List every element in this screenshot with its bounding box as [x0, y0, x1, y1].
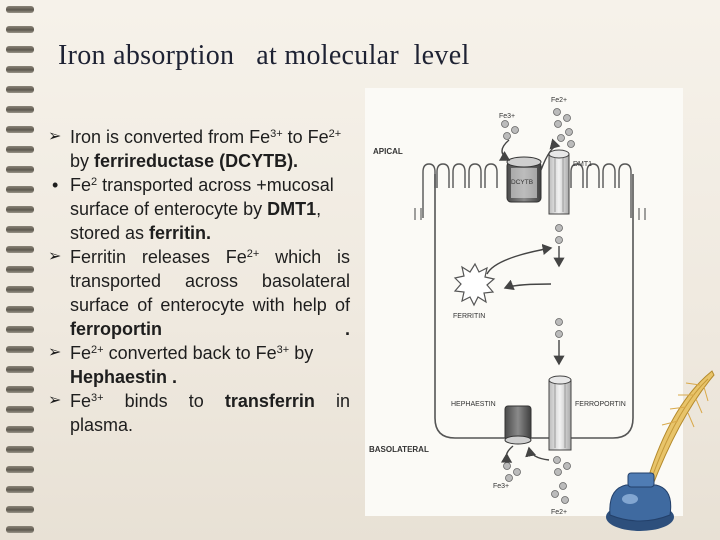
text-run: , stored as: [70, 199, 322, 243]
ferritin-shape: [453, 262, 496, 307]
superscript: 2+: [246, 248, 260, 260]
label-fe3-bottom: Fe3+: [493, 483, 509, 490]
binding-ring: [6, 486, 34, 493]
binding-ring: [6, 326, 34, 333]
text-run: which is transported across basolateral …: [70, 247, 350, 315]
bullet-item: ➢ Fe2+ converted back to Fe3+ by Hephaest…: [48, 341, 350, 389]
bullet-text: Fe2 transported across +mucosal surface …: [70, 173, 350, 245]
binding-ring: [6, 226, 34, 233]
text-run: Iron is converted from Fe: [70, 127, 271, 147]
binding-ring: [6, 446, 34, 453]
text-run: mucosal surface of enterocyte by: [70, 175, 334, 219]
dot-bullet-icon: •: [52, 175, 59, 195]
superscript: 3+: [276, 344, 290, 356]
binding-ring: [6, 126, 34, 133]
arrow-bullet-icon: ➢: [48, 344, 62, 361]
binding-ring: [6, 166, 34, 173]
superscript: 2+: [328, 128, 342, 140]
text-run: transported across: [97, 175, 257, 195]
text-run: binds to: [103, 391, 225, 411]
text-run: to Fe: [282, 127, 329, 147]
binding-ring: [6, 66, 34, 73]
binding-ring: [6, 6, 34, 13]
quill-inkwell-icon: [606, 370, 715, 531]
binding-ring: [6, 146, 34, 153]
label-fe2-bottom: Fe2+: [551, 509, 567, 516]
label-hephaestin: HEPHAESTIN: [451, 401, 496, 408]
binding-ring: [6, 46, 34, 53]
bullet-item: • Fe2 transported across +mucosal surface…: [48, 173, 350, 245]
binding-ring: [6, 106, 34, 113]
binding-ring: [6, 266, 34, 273]
bold-term: DMT1: [267, 199, 317, 219]
iron-dots-bottom: [503, 456, 571, 504]
binding-ring: [6, 186, 34, 193]
superscript: 3+: [91, 392, 104, 404]
binding-ring: [6, 346, 34, 353]
ferroportin-protein: [548, 375, 572, 451]
bullet-text: Fe3+ binds to transferrin in plasma.: [70, 389, 350, 437]
arrow-bullet-icon: ➢: [48, 128, 62, 145]
bullet-item: ➢ Fe3+ binds to transferrin in plasma.: [48, 389, 350, 437]
bold-term: ferritin.: [149, 223, 212, 243]
slide-title: Iron absorption at molecular level: [58, 40, 470, 71]
binding-ring: [6, 286, 34, 293]
label-fe3-top: Fe3+: [499, 113, 515, 120]
label-dcytb: DCYTB: [511, 179, 533, 186]
iron-dots-top: [501, 108, 575, 148]
binding-ring: [6, 306, 34, 313]
bullet-text: Iron is converted from Fe3+ to Fe2+ by f…: [70, 125, 350, 173]
text-run: Ferritin releases Fe: [70, 247, 247, 267]
arrow-bullet-icon: ➢: [48, 392, 62, 409]
label-ferritin: FERRITIN: [453, 313, 485, 320]
hephaestin-protein: [504, 405, 532, 445]
text-run: in plasma.: [70, 391, 351, 435]
text-run: Fe: [70, 175, 92, 195]
superscript: 3+: [270, 128, 283, 140]
binding-ring: [6, 86, 34, 93]
binding-ring: [6, 406, 34, 413]
bullet-text: Fe2+ converted back to Fe3+ by Hephaesti…: [70, 341, 350, 389]
bullet-list: ➢ Iron is converted from Fe3+ to Fe2+ by …: [48, 125, 350, 437]
text-run: Fe: [70, 391, 92, 411]
binding-ring: [6, 506, 34, 513]
binding-ring: [6, 386, 34, 393]
label-ferroportin: FERROPORTIN: [575, 401, 626, 408]
binding-ring: [6, 26, 34, 33]
binding-ring: [6, 206, 34, 213]
spiral-binding: [0, 0, 42, 540]
iron-absorption-diagram: Fe2+ Fe3+ APICAL DCYTB DMT1 FERRITIN HEP…: [365, 88, 683, 516]
dcytb-protein: [506, 156, 542, 203]
text-run: Fe: [70, 343, 92, 363]
label-apical: APICAL: [373, 147, 403, 156]
binding-ring: [6, 526, 34, 533]
binding-ring: [6, 466, 34, 473]
bullet-item: ➢ Iron is converted from Fe3+ to Fe2+ by …: [48, 125, 350, 173]
bold-term: transferrin: [224, 391, 315, 411]
label-fe2-top: Fe2+: [551, 97, 567, 104]
binding-ring: [6, 366, 34, 373]
text-run: converted back to Fe: [103, 343, 277, 363]
bullet-item: ➢ Ferritin releases Fe2+ which is transpo…: [48, 245, 350, 341]
bullet-text: Ferritin releases Fe2+ which is transpor…: [70, 245, 350, 341]
cell-membrane: [434, 174, 634, 439]
text-run: by: [289, 343, 314, 363]
superscript: 2+: [91, 344, 104, 356]
bold-term: ferrireductase (DCYTB).: [94, 151, 299, 171]
label-dmt1: DMT1: [573, 161, 592, 168]
binding-ring: [6, 246, 34, 253]
dmt1-protein: [548, 149, 570, 215]
text-run: +: [256, 175, 267, 195]
bold-term: ferroportin .: [70, 319, 350, 339]
superscript: 2: [91, 176, 98, 188]
arrow-bullet-icon: ➢: [48, 248, 62, 265]
text-run: by: [70, 151, 95, 171]
binding-ring: [6, 426, 34, 433]
bold-term: Hephaestin .: [70, 367, 178, 387]
label-basolateral: BASOLATERAL: [369, 445, 429, 454]
